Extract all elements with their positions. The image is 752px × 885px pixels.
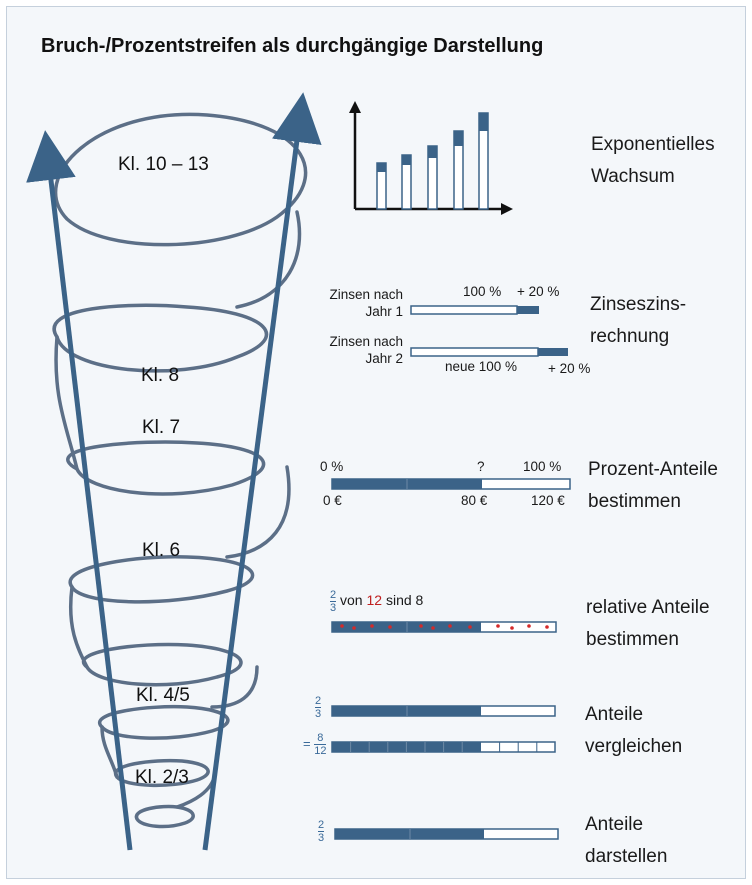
zins-row1-label: Zinsen nach Jahr 1 [329, 287, 403, 319]
grade-4-5: Kl. 4/5 [136, 685, 190, 706]
grade-10-13: Kl. 10 – 13 [118, 154, 209, 175]
left-arrow [26, 130, 133, 851]
zins-row1-100: 100 % [463, 284, 502, 299]
spiral-loop-bottom [134, 804, 195, 829]
spiral-loop-45b [98, 704, 230, 740]
grade-6: Kl. 6 [142, 540, 181, 561]
topic-zinseszins: Zinseszins- rechnung [590, 294, 687, 347]
prozent-bot-left: 0 € [323, 493, 342, 508]
diagram-frame: Bruch-/Prozentstreifen als durchgängige … [6, 6, 746, 879]
topic-darstellen: Anteile darstellen [585, 814, 668, 867]
prozent-strip [331, 478, 571, 490]
spiral-connector [54, 210, 302, 809]
spiral [52, 112, 308, 829]
topic-vergleichen: Anteile vergleichen [585, 704, 683, 757]
prozent-bot-right: 120 € [531, 493, 565, 508]
grade-8: Kl. 8 [141, 365, 180, 386]
spiral-loop-top [53, 112, 308, 247]
prozent-top-right: 100 % [523, 459, 562, 474]
zins-row1-plus: + 20 % [517, 284, 560, 299]
zins-row2-neu: neue 100 % [445, 359, 518, 374]
vergleich-strips [331, 705, 556, 753]
topic-relativ: relative Anteile bestimmen [586, 597, 710, 650]
spiral-loop-23 [113, 758, 210, 788]
prozent-bot-mid: 80 € [461, 493, 488, 508]
spiral-loop-8 [52, 303, 269, 373]
spiral-loop-7 [66, 440, 266, 496]
growth-chart-icon [349, 101, 513, 215]
spiral-drawing [26, 92, 571, 851]
darstellen-strip [334, 828, 559, 840]
page-title: Bruch-/Prozentstreifen als durchgängige … [41, 35, 544, 57]
prozent-top-mid: ? [477, 459, 485, 474]
grade-2-3: Kl. 2/3 [135, 767, 189, 788]
right-arrow [202, 92, 322, 851]
zins-row2-label: Zinsen nach Jahr 2 [329, 334, 403, 366]
topic-prozent: Prozent-Anteile bestimmen [588, 459, 718, 512]
spiral-loop-6 [68, 555, 255, 604]
relativ-strip [331, 621, 557, 633]
zins-strips [410, 305, 568, 357]
zins-row2-plus: + 20 % [548, 361, 591, 376]
topic-exponential: Exponentielles Wachsum [591, 134, 715, 187]
grade-7: Kl. 7 [142, 417, 181, 438]
prozent-top-left: 0 % [320, 459, 344, 474]
